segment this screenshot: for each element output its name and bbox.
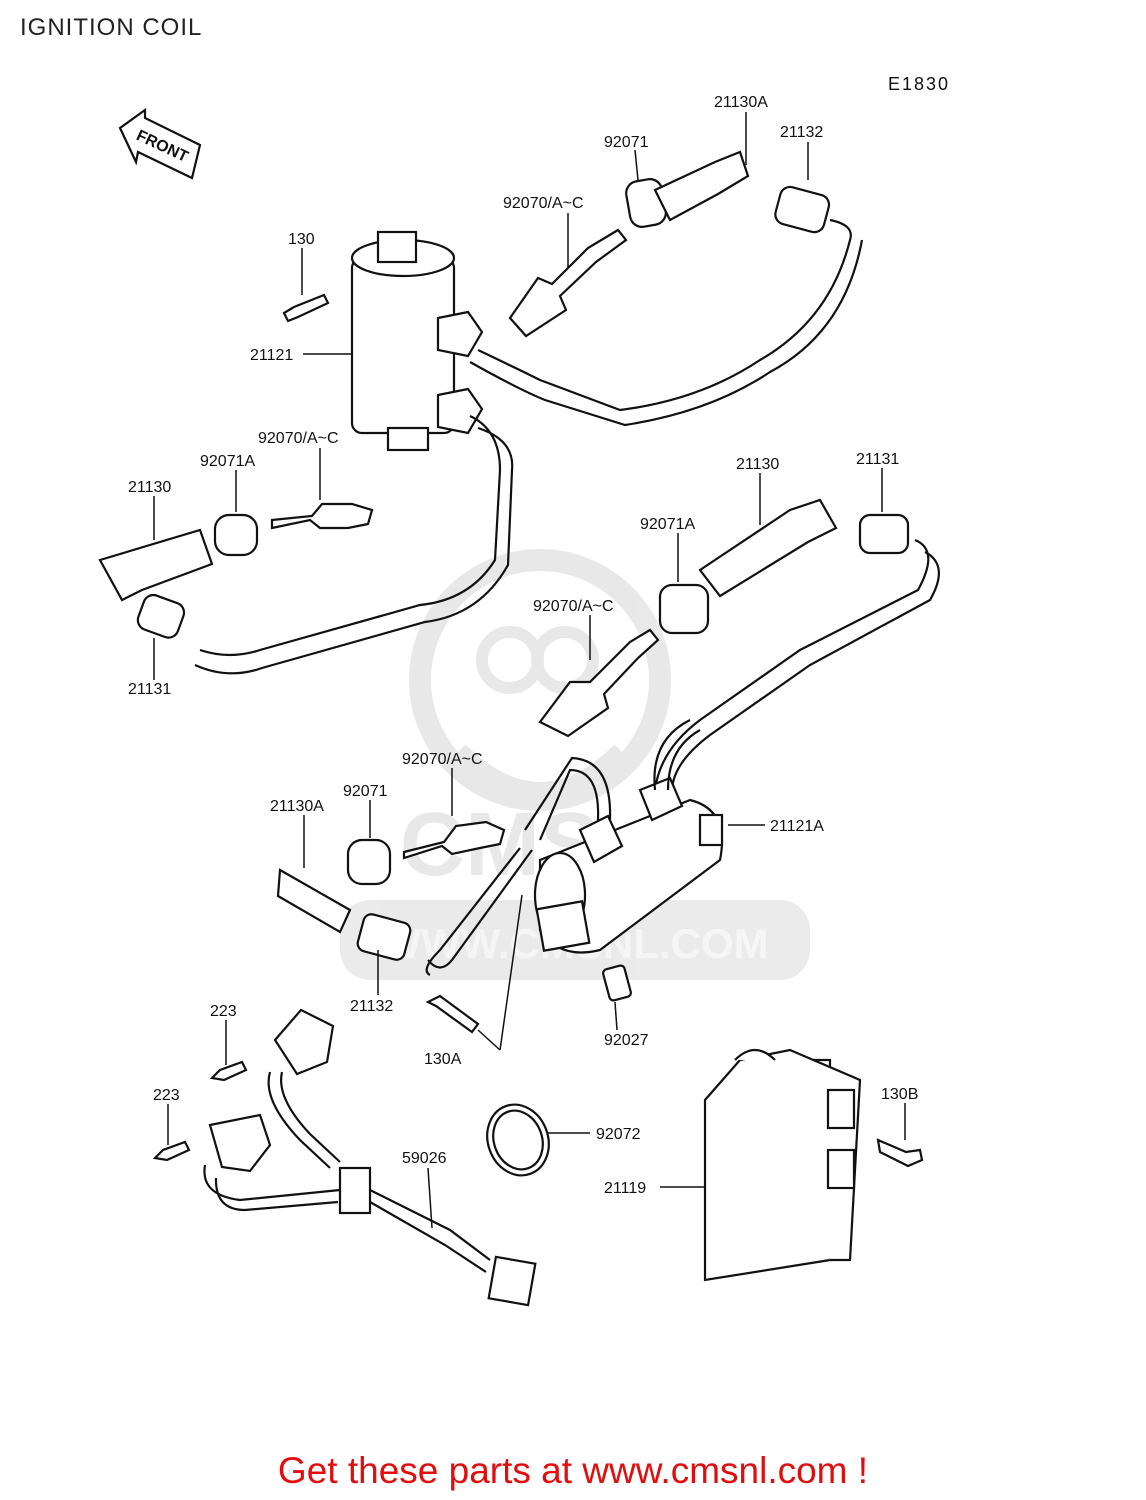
clamp-92072 xyxy=(486,1103,550,1177)
spark-plug-mid xyxy=(402,820,506,860)
callout-59026: 59026 xyxy=(402,1150,447,1167)
callout-21130A-mid: 21130A xyxy=(270,798,324,815)
callout-92070-top: 92070/A~C xyxy=(503,195,584,212)
ignition-coil-21121A xyxy=(533,776,724,954)
spark-plug-top xyxy=(508,228,628,338)
callouts: 21130A 92071 21132 92070/A~C 130 21121 9… xyxy=(128,94,918,1197)
callout-21121A: 21121A xyxy=(770,818,824,835)
screw-223-b xyxy=(152,1140,191,1162)
plug-cap-21130-left xyxy=(98,528,214,639)
harness-59026 xyxy=(338,1166,537,1307)
pickup-coil-lower xyxy=(203,1113,341,1212)
ignition-coil-21121 xyxy=(350,230,484,452)
callout-21132-mid: 21132 xyxy=(350,998,393,1015)
ht-lead-top xyxy=(477,218,852,412)
callout-92070-left: 92070/A~C xyxy=(258,430,339,447)
callout-21130-left: 21130 xyxy=(128,479,171,496)
callout-21131-right: 21131 xyxy=(856,451,899,468)
plug-cap-21130A-mid xyxy=(276,868,412,961)
cap-seal-92071-mid xyxy=(346,838,392,886)
callout-92027: 92027 xyxy=(604,1032,649,1049)
callout-92070-right: 92070/A~C xyxy=(533,598,614,615)
pickup-coil-upper xyxy=(267,1008,341,1169)
callout-92070-mid: 92070/A~C xyxy=(402,751,483,768)
callout-130: 130 xyxy=(288,231,315,248)
ht-lead-lower xyxy=(425,847,521,976)
page-title: IGNITION COIL xyxy=(20,14,203,41)
bolt-130A xyxy=(425,994,480,1034)
promo-link[interactable]: Get these parts at www.cmsnl.com ! xyxy=(277,1450,869,1491)
plug-cap-21130-right xyxy=(698,498,910,598)
callout-21130-right: 21130 xyxy=(736,456,779,473)
collar-92027 xyxy=(602,964,632,1002)
callout-21130A-top: 21130A xyxy=(714,94,768,111)
bolt-130 xyxy=(282,293,330,323)
callout-223-b: 223 xyxy=(153,1087,180,1104)
cap-seal-92071A-right xyxy=(658,583,710,635)
cap-seal-92071A-left xyxy=(213,513,259,557)
callout-21119: 21119 xyxy=(604,1180,646,1197)
callout-92071-top: 92071 xyxy=(604,134,649,151)
screw-223-a xyxy=(209,1060,248,1082)
callout-21121: 21121 xyxy=(250,347,293,364)
drawing-code: E1830 xyxy=(888,74,951,94)
ht-lead-right xyxy=(653,538,930,791)
callout-223-a: 223 xyxy=(210,1003,237,1020)
callout-130B: 130B xyxy=(881,1086,918,1103)
callout-92072: 92072 xyxy=(596,1126,641,1143)
leader-lines xyxy=(153,112,906,1229)
igniter-21119 xyxy=(703,1048,862,1282)
callout-21132-top: 21132 xyxy=(780,124,823,141)
front-arrow-icon: FRONT xyxy=(118,107,202,180)
callout-130A: 130A xyxy=(424,1051,462,1068)
ht-lead-left xyxy=(199,415,502,657)
callout-92071-mid: 92071 xyxy=(343,783,388,800)
spark-plug-right xyxy=(538,628,660,738)
plug-cap-21130A-top xyxy=(625,150,831,234)
callout-92071A-right: 92071A xyxy=(640,516,695,533)
callout-21131-left: 21131 xyxy=(128,681,171,698)
bolt-130B xyxy=(876,1138,924,1168)
callout-92071A-left: 92071A xyxy=(200,453,255,470)
spark-plug-left xyxy=(270,502,374,530)
